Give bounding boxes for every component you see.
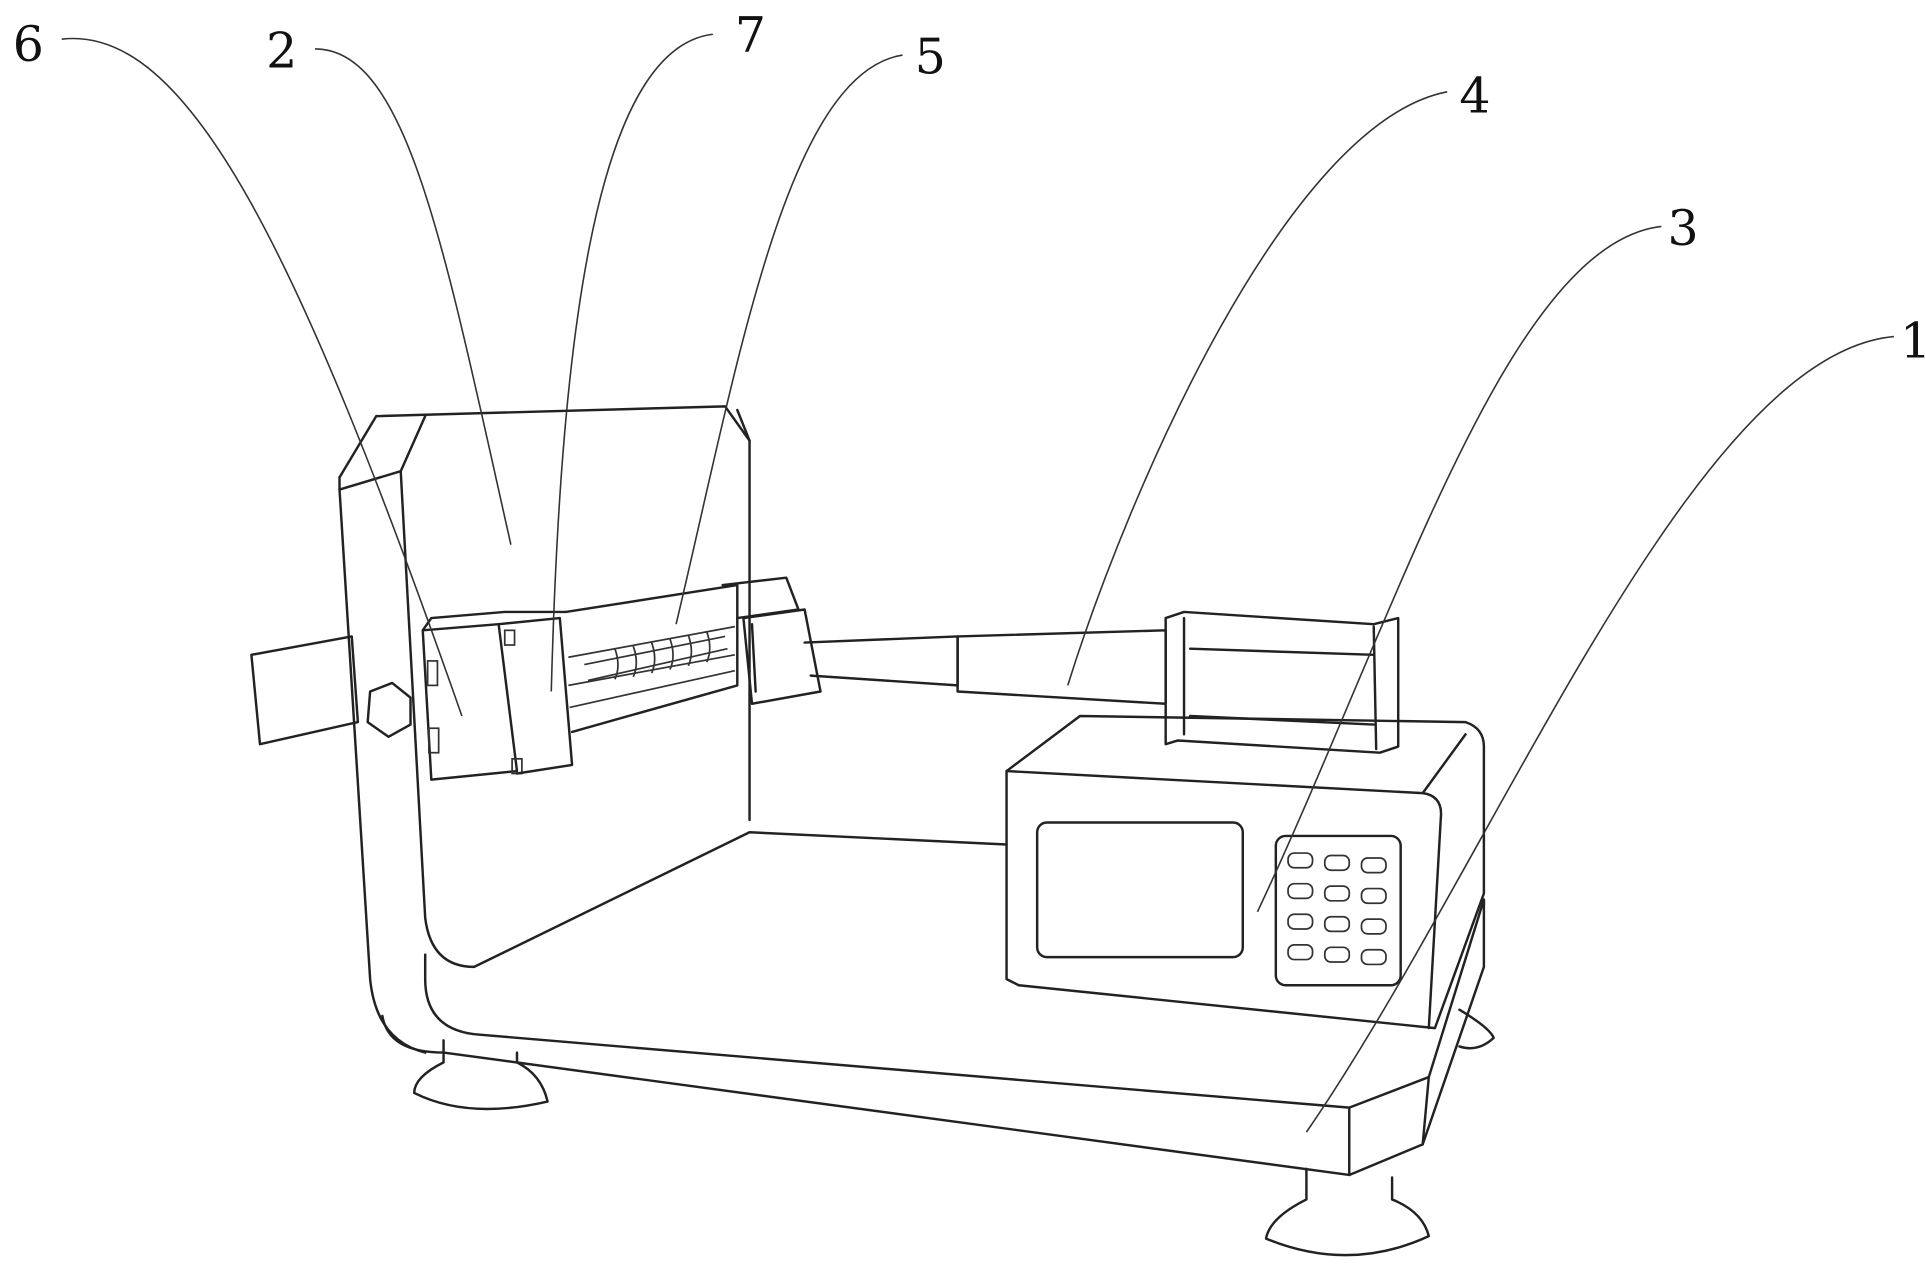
slider: [499, 618, 572, 773]
base-plate: [382, 832, 1484, 1175]
control-box: [1007, 716, 1484, 1028]
label-7: 7: [735, 6, 766, 63]
label-2: 2: [266, 22, 297, 79]
coupling: [743, 610, 820, 704]
foot-right: [1266, 1169, 1429, 1255]
push-rod: [805, 612, 1399, 753]
display-screen: [1037, 822, 1243, 957]
foot-left: [414, 1040, 547, 1109]
label-3: 3: [1667, 200, 1698, 257]
leader-lines: [62, 34, 1894, 1132]
keypad-buttons: [1288, 853, 1386, 964]
label-5: 5: [915, 28, 946, 85]
hex-nut: [368, 683, 411, 737]
reference-numerals: 6 2 7 5 4 3 1: [13, 6, 1925, 369]
foot-back: [1459, 1010, 1493, 1049]
rear-block: [251, 636, 357, 744]
label-4: 4: [1459, 68, 1490, 125]
label-6: 6: [13, 16, 44, 73]
clamp-block: [423, 612, 566, 780]
label-1: 1: [1900, 312, 1925, 369]
